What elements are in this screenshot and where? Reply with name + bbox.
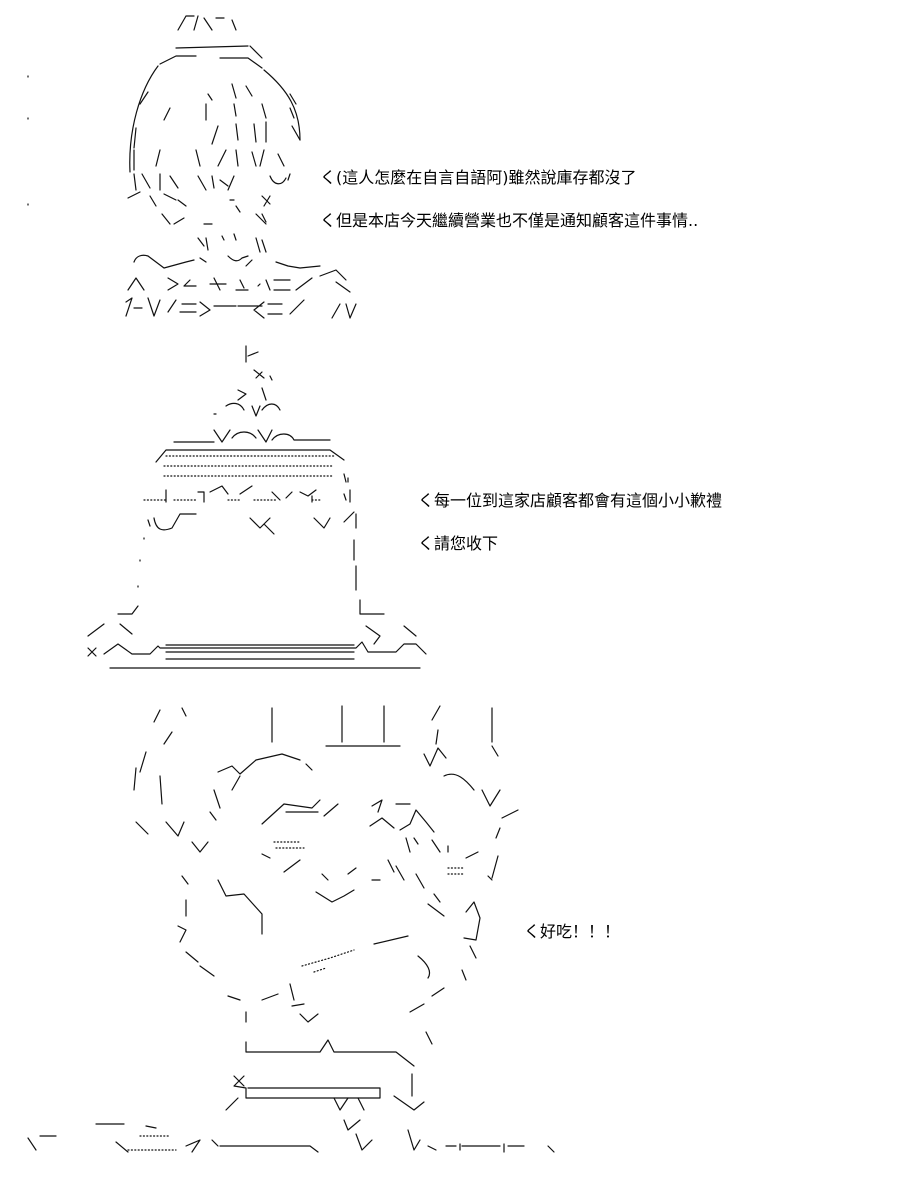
cherries [213, 402, 281, 417]
eye-right [197, 175, 235, 191]
nose [127, 191, 271, 207]
cake-body [147, 511, 357, 535]
table-lines [185, 1129, 555, 1153]
hair-tuft [177, 15, 237, 31]
chin [197, 233, 267, 253]
plate [117, 599, 385, 615]
blush-right [447, 867, 465, 875]
chin [427, 901, 481, 981]
cake-decoration [165, 485, 351, 503]
cheek-mark [269, 173, 291, 185]
bracelet [199, 299, 305, 319]
jaw [181, 875, 355, 935]
cake-top [155, 449, 345, 463]
arm-raised [431, 705, 499, 757]
sleeve [233, 1073, 425, 1111]
hair-top [159, 45, 263, 69]
hair-lines [213, 773, 501, 809]
sleeve-left [127, 277, 197, 291]
eyebrow [261, 799, 339, 825]
face-side [133, 149, 285, 171]
eye-closed [369, 799, 435, 833]
dialogue-line-5: く好吃！！！ [524, 922, 621, 941]
torso [245, 1039, 415, 1067]
plate-edge [87, 641, 427, 669]
head-outline [129, 65, 301, 173]
cake-body [137, 537, 357, 591]
mouth [283, 859, 441, 903]
character-figure [27, 15, 357, 319]
hand [227, 983, 445, 1013]
eating-figure [27, 705, 555, 1153]
cuff-lines [209, 277, 313, 291]
dialogue-line-1: く(這人怎麼在自言自語阿)雖然說庫存都沒了 [320, 168, 637, 187]
cake-figure [87, 345, 427, 669]
eye-left [133, 173, 179, 191]
collar [133, 254, 321, 269]
face-right [465, 809, 519, 881]
plate [87, 623, 417, 645]
hair-side [135, 811, 217, 853]
blush-left [273, 841, 305, 849]
sleeve [225, 1097, 373, 1151]
candle-topping [245, 345, 265, 379]
plate-rim [165, 644, 355, 660]
cake-side-right [343, 473, 349, 483]
table-texture [127, 1135, 177, 1151]
arm-raised [153, 705, 401, 747]
spoon [177, 925, 431, 979]
dialogue-line-3: く每一位到這家店顧客都會有這個小小歉禮 [418, 491, 723, 510]
table-left [27, 1123, 157, 1153]
spoon-cream [301, 949, 355, 973]
hand-right [331, 303, 357, 319]
candle-topping [237, 375, 273, 401]
hair-strands [139, 83, 297, 121]
hair-strands [133, 121, 301, 149]
dialogue-line-2: く但是本店今天繼續營業也不僅是通知顧客這件事情.. [320, 211, 699, 230]
cake-texture [163, 455, 335, 477]
cheek [261, 837, 449, 859]
hand-left [125, 297, 197, 317]
shoulder-right [319, 269, 351, 293]
dialogue-line-4: く請您收下 [418, 534, 499, 553]
head-outline [133, 747, 447, 805]
mouth [161, 205, 267, 225]
torso [245, 1011, 433, 1045]
cream-swirls [173, 429, 331, 443]
